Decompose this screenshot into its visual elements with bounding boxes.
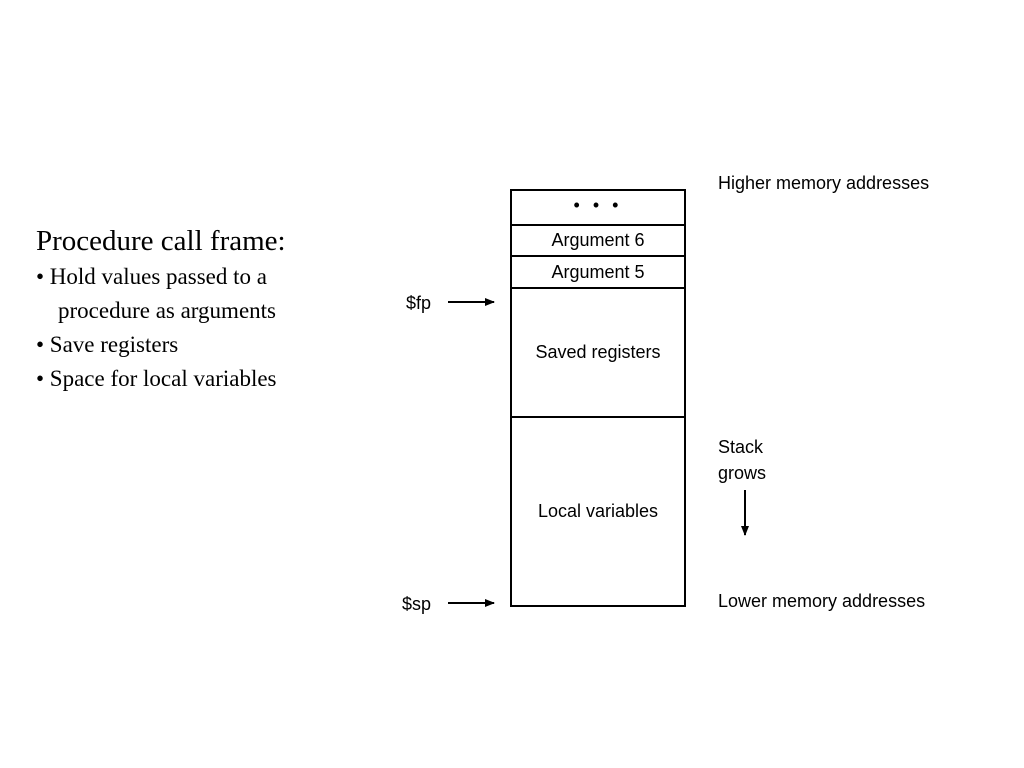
stack-grows-line2: grows: [718, 463, 767, 483]
frame-bullet-list: • Hold values passed to a procedure as a…: [36, 260, 286, 396]
bullet-arguments: • Hold values passed to a procedure as a…: [36, 260, 286, 328]
frame-title: Procedure call frame:: [36, 225, 286, 257]
lower-memory-label: Lower memory addresses: [718, 591, 926, 611]
bullet-local-variables: • Space for local variables: [36, 362, 286, 396]
bullet-local-variables-text: • Space for local variables: [36, 366, 277, 391]
frame-description: Procedure call frame: • Hold values pass…: [36, 224, 286, 396]
bullet-save-registers-text: • Save registers: [36, 332, 179, 357]
stack-cell-argument-5: Argument 5: [512, 257, 684, 289]
bullet-arguments-line1: • Hold values passed to a: [36, 264, 267, 289]
stack-cell-argument-6: Argument 6: [512, 226, 684, 257]
bullet-save-registers: • Save registers: [36, 328, 286, 362]
stack-pointer-label: $sp: [402, 594, 432, 614]
stack-cell-saved-registers: Saved registers: [512, 289, 684, 418]
higher-memory-label: Higher memory addresses: [718, 173, 930, 193]
stack-grows-line1: Stack: [718, 437, 764, 457]
stack-cell-local-variables: Local variables: [537, 501, 659, 521]
frame-pointer-label: $fp: [406, 293, 432, 313]
stack-frame-diagram: • • • Argument 6 Argument 5 Saved regist…: [510, 189, 686, 607]
stack-grows-label: Stack grows: [718, 434, 798, 486]
bullet-arguments-line2: procedure as arguments: [58, 298, 276, 323]
stack-cell-ellipsis: • • •: [512, 191, 684, 226]
